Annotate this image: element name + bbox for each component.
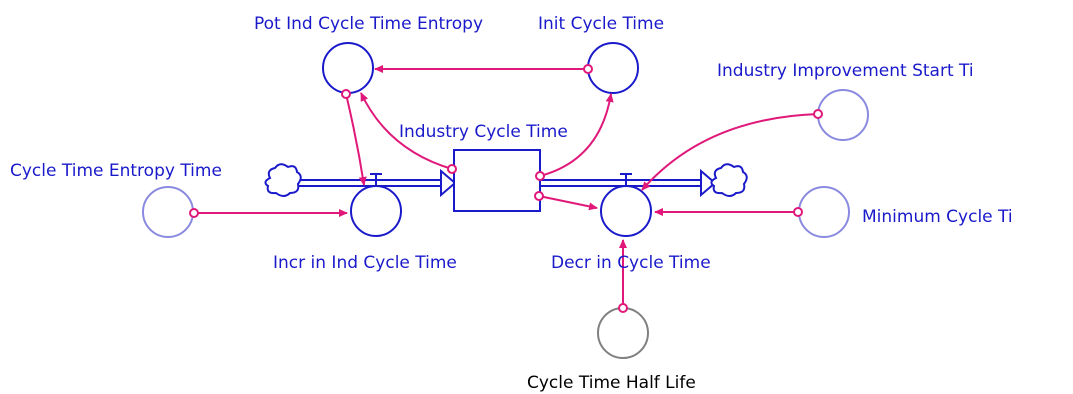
incr-in-ind-cycle-time-label: Incr in Ind Cycle Time [273, 253, 457, 273]
pot-ind-cycle-time-entropy-label: Pot Ind Cycle Time Entropy [254, 14, 483, 34]
incr-in-ind-cycle-time-node[interactable] [350, 185, 402, 237]
minimum-cycle-time-node[interactable] [798, 186, 850, 238]
valve-inflow [370, 173, 382, 187]
industry-improvement-start-time-node[interactable] [817, 89, 869, 141]
source-cloud-icon [264, 163, 302, 197]
industry-cycle-time-stock[interactable] [453, 149, 541, 212]
cycle-time-half-life-node[interactable] [597, 307, 649, 359]
link-minimum-to-decr [654, 207, 803, 217]
minimum-cycle-time-label: Minimum Cycle Ti [862, 207, 1013, 227]
sink-cloud-icon [710, 163, 748, 197]
link-improvement-start-to-decr [641, 109, 823, 191]
link-half-life-to-decr [618, 239, 628, 313]
link-pot-to-incr [341, 89, 367, 186]
industry-improvement-start-time-label: Industry Improvement Start Ti [717, 61, 974, 81]
link-stock-to-pot [360, 92, 457, 174]
decr-in-cycle-time-node[interactable] [600, 185, 652, 237]
cycle-time-entropy-time-node[interactable] [142, 186, 194, 238]
link-init-to-pot [374, 64, 593, 74]
pot-ind-cycle-time-entropy-node[interactable] [322, 42, 374, 94]
init-cycle-time-label: Init Cycle Time [538, 14, 664, 34]
cycle-time-entropy-time-label: Cycle Time Entropy Time [10, 161, 222, 181]
link-stock-to-init [535, 93, 614, 181]
link-stock-to-decr [534, 191, 598, 211]
industry-cycle-time-label: Industry Cycle Time [399, 122, 568, 142]
init-cycle-time-node[interactable] [587, 42, 639, 94]
valve-outflow [620, 173, 632, 187]
decr-in-cycle-time-label: Decr in Cycle Time [551, 253, 711, 273]
flow-pipe-inflow [298, 168, 457, 198]
cycle-time-half-life-label: Cycle Time Half Life [527, 373, 696, 393]
link-entropy-time-to-incr [189, 208, 348, 218]
